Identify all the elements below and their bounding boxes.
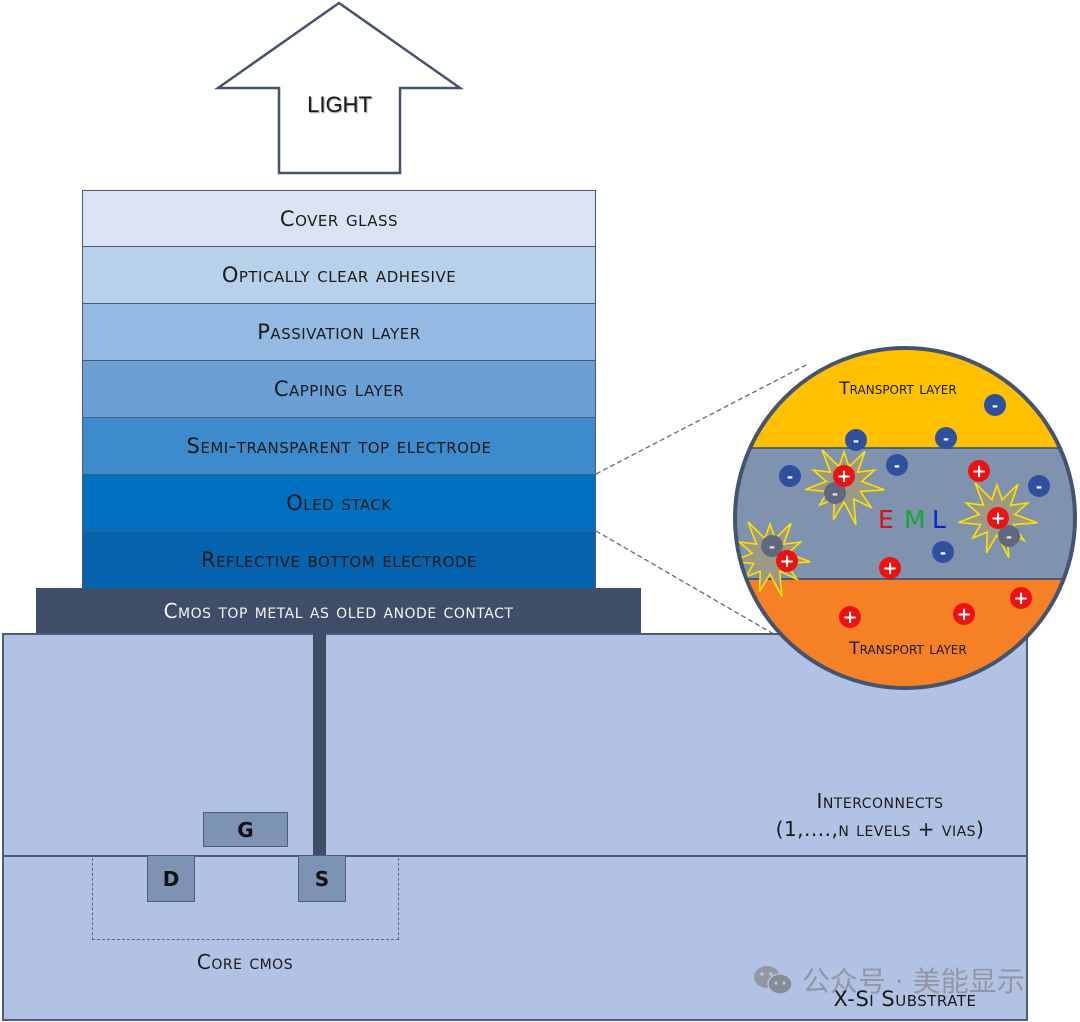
electron-icon <box>779 465 801 487</box>
electron-icon <box>998 525 1020 547</box>
drain-label: D <box>162 866 180 891</box>
anode-contact-label: Cmos top metal as oled anode contact <box>163 599 514 623</box>
electron-icon <box>935 427 957 449</box>
core-cmos-label: Core cmos <box>196 950 294 974</box>
wechat-icon <box>754 966 793 995</box>
substrate-label: X-Si Substrate <box>833 987 977 1011</box>
core-cmos-region <box>92 858 399 940</box>
eml-letter-l: L <box>932 505 946 534</box>
layer-label: Cover glass <box>279 206 399 231</box>
layer-oled-stack: Oled stack <box>82 475 596 532</box>
exciton-burst-icon <box>735 521 811 597</box>
light-label: LIGHT <box>307 92 372 117</box>
hole-symbol: + <box>956 604 971 625</box>
layer-label: Capping layer <box>273 377 405 401</box>
hole-icon <box>953 603 975 625</box>
hole-icon <box>987 507 1009 529</box>
eml-letter-e: E <box>878 505 894 534</box>
exciton-burst-icon <box>805 449 885 525</box>
hole-symbol: + <box>971 461 986 482</box>
hole-symbol: + <box>836 466 851 487</box>
electron-symbol: - <box>943 430 949 448</box>
hole-icon <box>879 557 901 579</box>
electron-symbol: - <box>940 544 946 562</box>
electron-symbol: - <box>769 538 775 556</box>
electron-icon <box>845 429 867 451</box>
electron-icon <box>932 541 954 563</box>
electron-symbol: - <box>787 468 793 486</box>
gate-terminal: G <box>203 812 288 847</box>
interconnects-label-line1: Interconnects <box>816 789 944 813</box>
layer-label: Passivation layer <box>257 320 421 344</box>
electron-symbol: - <box>992 397 998 415</box>
electron-icon <box>824 482 846 504</box>
layer-label: Optically clear adhesive <box>221 263 457 287</box>
layer-optically-clear-adhesive: Optically clear adhesive <box>82 247 596 304</box>
layer-label: Reflective bottom electrode <box>200 548 478 572</box>
drain-terminal: D <box>147 855 195 902</box>
layer-label: Oled stack <box>286 491 392 515</box>
via-connector <box>313 633 326 857</box>
zoom-circle-border <box>733 346 1077 690</box>
layer-semi-transparent-top-electrode: Semi-transparent top electrode <box>82 418 596 475</box>
layer-reflective-bottom-electrode: Reflective bottom electrode <box>82 532 596 589</box>
electron-symbol: - <box>1036 478 1042 496</box>
source-terminal: S <box>298 855 346 902</box>
layer-cover-glass: Cover glass <box>82 190 596 247</box>
electron-symbol: - <box>1006 528 1012 546</box>
transport-layer-top-label: Transport layer <box>838 379 956 399</box>
anode-contact-layer: Cmos top metal as oled anode contact <box>36 588 641 634</box>
zoom-guide-line-bottom <box>595 530 778 637</box>
electron-icon <box>886 454 908 476</box>
electron-symbol: - <box>832 485 838 503</box>
watermark: 公众号 · 美能显示 <box>752 960 1025 1000</box>
electron-symbol: - <box>894 457 900 475</box>
layer-label: Semi-transparent top electrode <box>186 434 492 458</box>
hole-icon <box>839 606 861 628</box>
hole-symbol: + <box>842 607 857 628</box>
hole-symbol: + <box>1013 588 1028 609</box>
hole-icon <box>833 465 855 487</box>
electron-icon <box>761 535 783 557</box>
source-label: S <box>314 866 330 891</box>
electron-symbol: - <box>853 432 859 450</box>
interconnects-label-line2: (1,....,n levels + vias) <box>775 817 985 841</box>
hole-icon <box>776 550 798 572</box>
layer-capping-layer: Capping layer <box>82 361 596 418</box>
watermark-text: 公众号 · 美能显示 <box>802 965 1025 998</box>
gate-label: G <box>237 817 254 842</box>
hole-icon <box>1010 587 1032 609</box>
hole-icon <box>968 460 990 482</box>
zoom-circle: -+-+-+-------+++++ Transport layer Trans… <box>733 346 1077 690</box>
layer-passivation-layer: Passivation layer <box>82 304 596 361</box>
hole-symbol: + <box>990 508 1005 529</box>
hole-symbol: + <box>779 551 794 572</box>
eml-letter-m: M <box>904 505 926 534</box>
transport-layer-bottom-label: Transport layer <box>848 639 966 659</box>
up-arrow-icon <box>214 1 464 175</box>
electron-icon <box>1028 475 1050 497</box>
hole-symbol: + <box>882 558 897 579</box>
electron-icon <box>984 394 1006 416</box>
